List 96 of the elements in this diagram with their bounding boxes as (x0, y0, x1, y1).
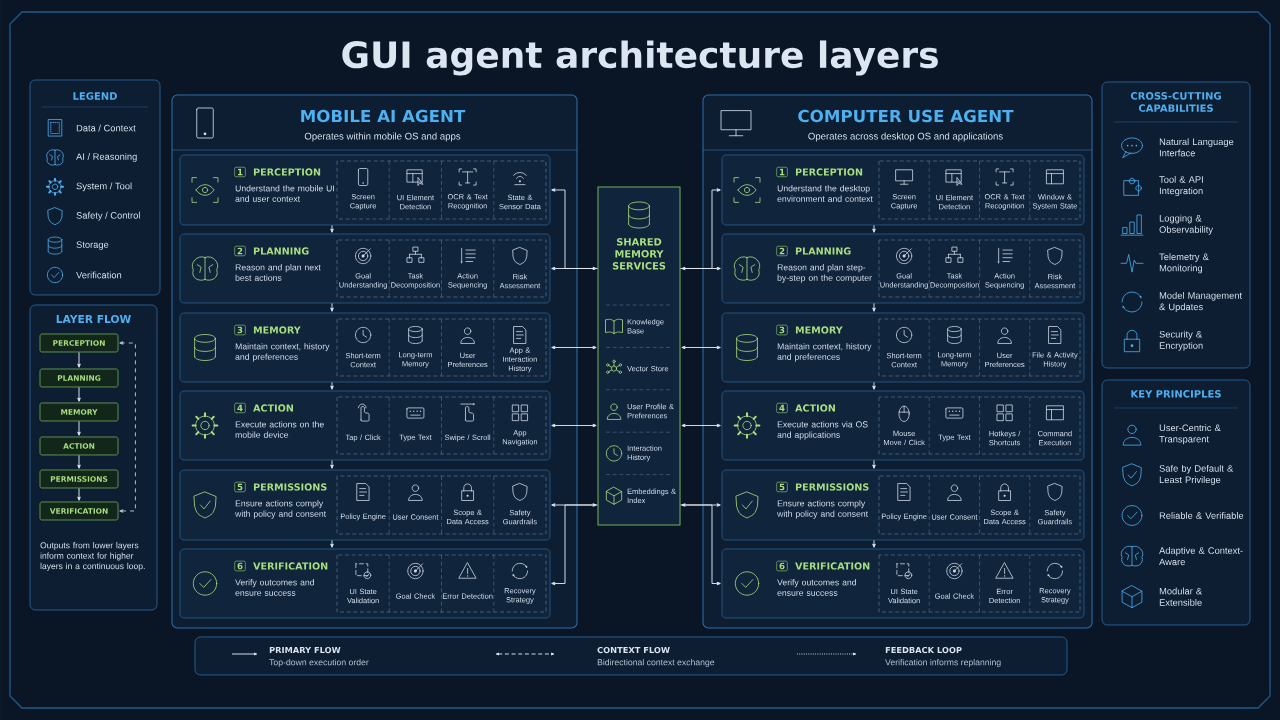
legend-description: Bidirectional context exchange (597, 658, 715, 668)
arrow (680, 504, 721, 586)
capability-label: User-Centric & Transparent (1159, 424, 1221, 445)
panel-heading: LAYER FLOW (56, 314, 131, 323)
number-badge: 5 (234, 481, 246, 493)
arrow (872, 302, 876, 312)
arrow (551, 423, 597, 428)
title: GUI agent architecture layers (342, 40, 938, 76)
legend-description: Verification informs replanning (885, 658, 1001, 668)
layer-description: Understand the mobile UI and user context (235, 185, 334, 202)
arrow (330, 302, 334, 312)
layer-description: Verify outcomes and ensure success (777, 579, 856, 596)
layer-description: Execute actions on the mobile device (235, 421, 324, 438)
arrow (681, 345, 721, 350)
layer-title: ACTION (795, 404, 835, 412)
capability-label: Reliable & Verifiable (1159, 512, 1244, 519)
arrow (551, 504, 598, 586)
arrow (681, 503, 721, 507)
number-badge: 3 (776, 324, 788, 336)
legend-label: Safety / Control (76, 211, 140, 221)
arrow (330, 459, 334, 469)
arrow (551, 345, 597, 350)
layer-description: Maintain context, history and preferences (235, 343, 330, 362)
capability-label: Logging & Observability (1159, 214, 1213, 235)
layer-title: PERMISSIONS (795, 483, 869, 491)
number-badge: 6 (234, 560, 246, 572)
capability-label: Natural Language Interface (1159, 138, 1234, 157)
layer-description: Understand the desktop environment and context (777, 185, 873, 202)
arrow (330, 224, 334, 233)
arrow (77, 386, 81, 402)
arrow (872, 459, 876, 469)
layer-title: ACTION (253, 404, 293, 412)
legend-label: Verification (76, 271, 122, 279)
arrow (77, 420, 81, 436)
number-badge: 1 (234, 166, 246, 178)
panel-heading: CROSS-CUTTING CAPABILITIES (1130, 92, 1221, 112)
arrow (119, 341, 136, 513)
arrow (872, 381, 876, 390)
number-badge: 4 (234, 402, 246, 413)
capability-label: Modular & Extensible (1159, 587, 1202, 606)
layer-description: Ensure actions comply with policy and consent (235, 500, 327, 519)
capability-label: Tool & API Integration (1159, 176, 1203, 196)
arrow (77, 454, 81, 469)
number-badge: 5 (776, 481, 788, 493)
layer-title: PERCEPTION (795, 168, 863, 176)
layer-title: MEMORY (795, 326, 843, 334)
arrow (872, 539, 876, 548)
layer-title: PERCEPTION (253, 168, 321, 176)
arrow (330, 381, 334, 390)
number-badge: 2 (234, 245, 246, 257)
number-badge: 1 (776, 166, 788, 178)
panel-subtitle: Operates across desktop OS and applications (808, 132, 1003, 142)
number-badge: 3 (234, 324, 246, 336)
capability-label: Model Management & Updates (1159, 292, 1242, 312)
panel-title: MOBILE AI AGENT (301, 109, 466, 123)
capability-label: Safe by Default & Least Privilege (1159, 464, 1234, 485)
legend-label: Storage (76, 241, 109, 250)
arrow (77, 487, 81, 501)
panel-title: SHARED MEMORY SERVICES (612, 238, 666, 270)
arrow (681, 266, 721, 271)
layer-description: Execute actions via OS and applications (777, 421, 868, 440)
arrow (551, 503, 597, 507)
number-badge: 4 (776, 402, 788, 413)
capability-label: Security & Encryption (1159, 330, 1203, 351)
arrow (77, 351, 81, 368)
layer-title: VERIFICATION (795, 562, 870, 570)
number-badge: 2 (776, 245, 788, 257)
panel-subtitle: Operates within mobile OS and apps (304, 132, 461, 142)
legend-label: PRIMARY FLOW (269, 646, 341, 654)
legend-label: CONTEXT FLOW (597, 646, 670, 654)
panel-heading: KEY PRINCIPLES (1131, 390, 1221, 398)
layer-title: VERIFICATION (253, 562, 328, 570)
layer-description: Maintain context, history and preferences (777, 343, 872, 362)
panel-heading: LEGEND (73, 92, 117, 100)
arrow (330, 539, 334, 548)
panel-title: COMPUTER USE AGENT (798, 109, 1014, 123)
layer-title: PLANNING (253, 247, 309, 255)
arrow (551, 266, 597, 271)
legend-label: AI / Reasoning (76, 153, 137, 162)
layer-title: PLANNING (795, 247, 851, 255)
layer-description: Ensure actions comply with policy and consent (777, 500, 869, 519)
layer-description: Verify outcomes and ensure success (235, 579, 314, 596)
layer-description: Reason and plan step-by-step on the computer (777, 264, 872, 283)
legend-description: Top-down execution order (269, 658, 369, 668)
legend-label: Data / Context (76, 124, 136, 132)
legend-label: FEEDBACK LOOP (885, 646, 962, 654)
capability-label: Telemetry & Monitoring (1159, 253, 1209, 274)
legend-label: System / Tool (76, 182, 132, 192)
arrow (872, 224, 876, 233)
panel-note: Outputs from lower layers inform context for higher layers in a continuous loop. (40, 542, 145, 571)
layer-description: Reason and plan next best actions (235, 264, 321, 281)
arrow (681, 423, 721, 428)
capability-label: Adaptive & Context-Aware (1159, 547, 1243, 566)
layer-title: PERMISSIONS (253, 483, 327, 491)
number-badge: 6 (776, 560, 788, 572)
layer-title: MEMORY (253, 326, 301, 334)
